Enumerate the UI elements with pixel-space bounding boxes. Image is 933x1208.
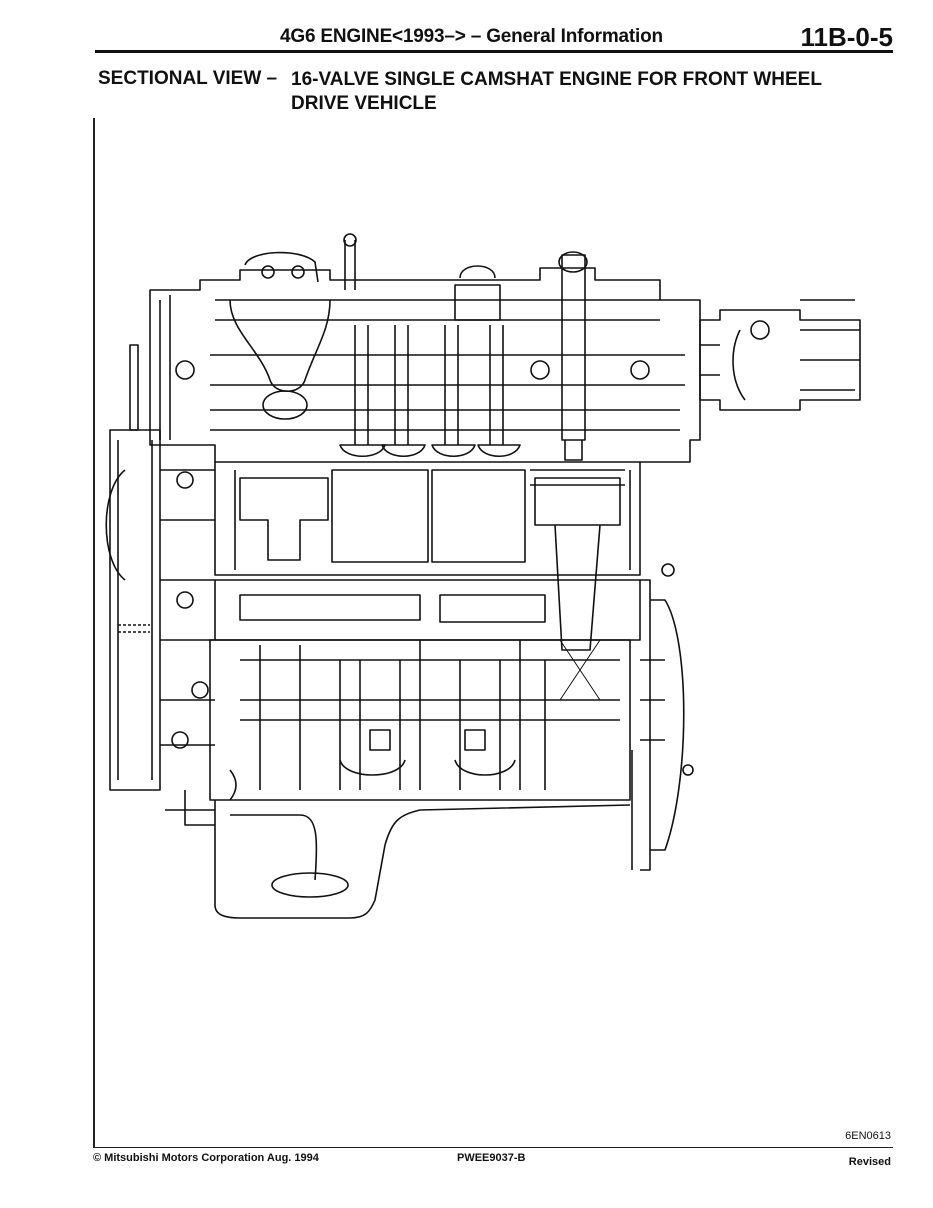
distributor-housing xyxy=(700,300,860,410)
connecting-rod xyxy=(555,525,600,650)
crankshaft xyxy=(210,640,630,800)
section-label: SECTIONAL VIEW – xyxy=(98,68,278,89)
figure-code: 6EN0613 xyxy=(845,1130,891,1142)
intake-valves xyxy=(340,325,520,456)
oil-pan xyxy=(215,800,630,918)
camshaft-bearing-cap xyxy=(562,255,585,440)
piston-2 xyxy=(332,470,428,562)
piston-4 xyxy=(535,478,620,525)
page-number: 11B-0-5 xyxy=(800,22,894,52)
cylinder-block xyxy=(215,462,640,650)
piston-1 xyxy=(240,478,328,560)
cylinder-head xyxy=(150,234,700,462)
flywheel xyxy=(632,564,693,870)
oil-strainer xyxy=(272,873,348,897)
footer-revision-status: Revised xyxy=(848,1156,891,1168)
timing-belt-cover xyxy=(106,345,236,825)
footer-publication-code: PWEE9037-B xyxy=(457,1152,526,1164)
footer-copyright: © Mitsubishi Motors Corporation Aug. 199… xyxy=(93,1152,319,1164)
spark-plug xyxy=(345,240,355,290)
piston-3 xyxy=(432,470,525,562)
left-margin-rule xyxy=(93,118,95,1148)
crank-pulley xyxy=(106,470,125,580)
header-title: 4G6 ENGINE<1993–> – General Information xyxy=(280,26,663,47)
section-title: 16-VALVE SINGLE CAMSHAT ENGINE FOR FRONT… xyxy=(291,69,822,114)
header-rule xyxy=(95,50,893,53)
footer-rule xyxy=(93,1147,893,1148)
